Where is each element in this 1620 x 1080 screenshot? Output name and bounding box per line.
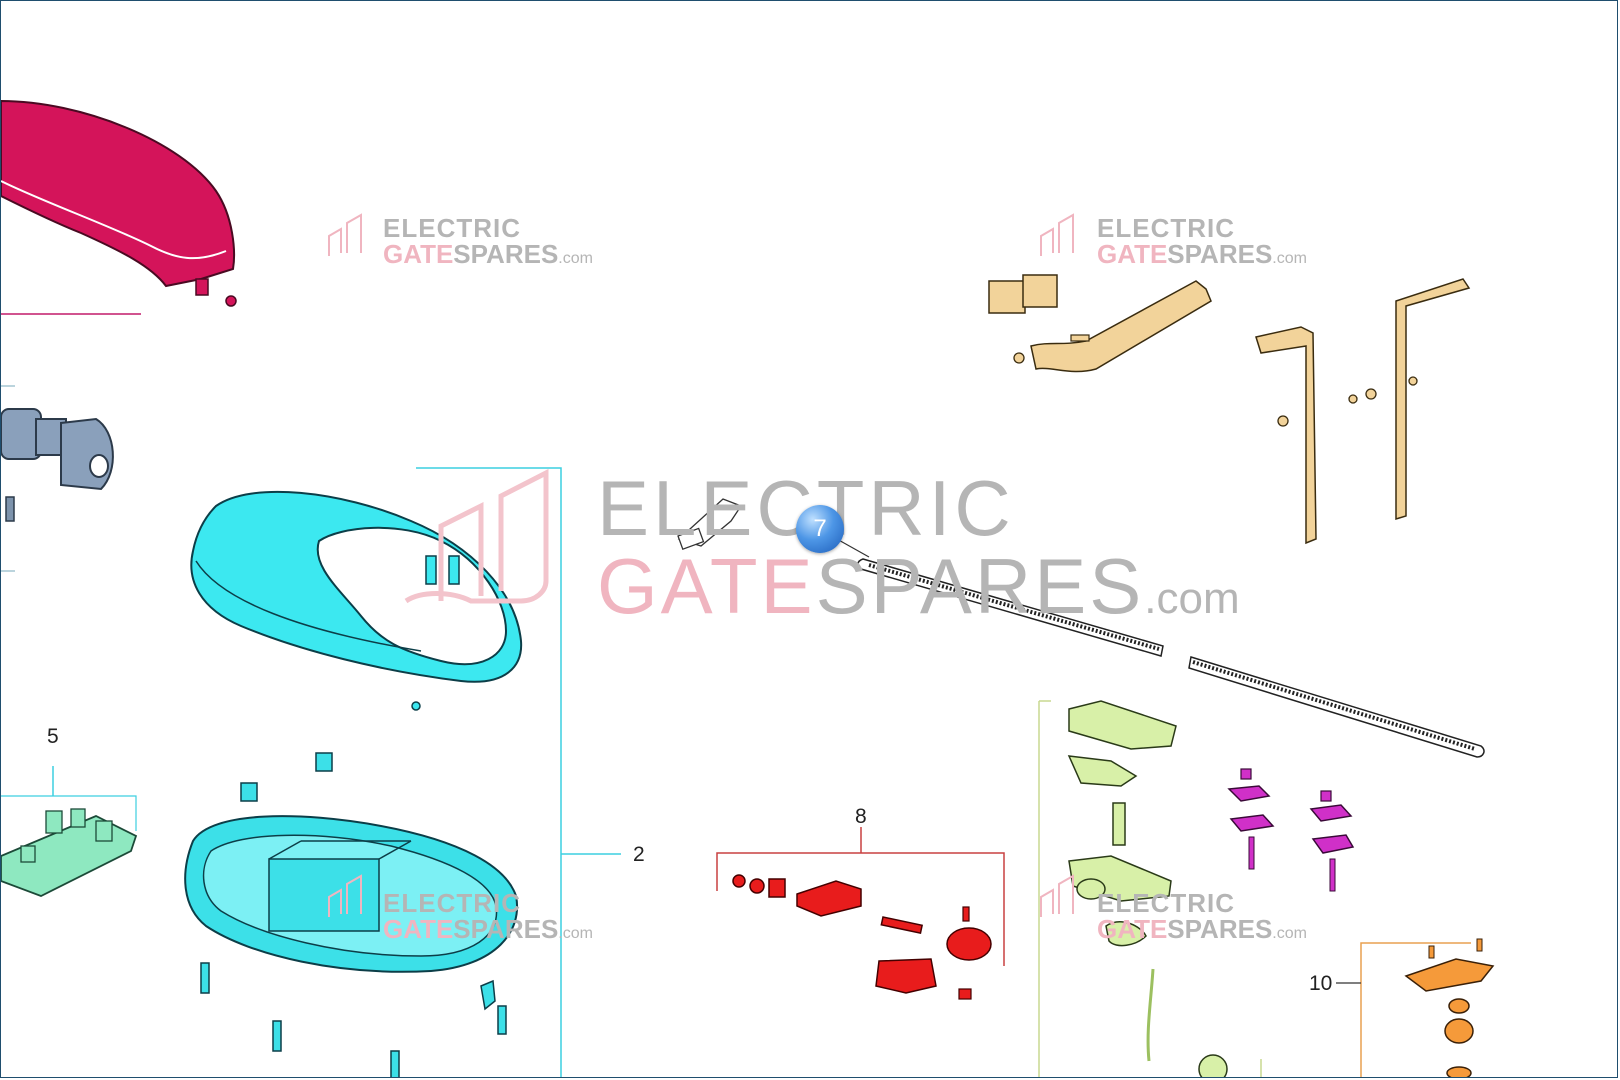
- watermark-line1: ELECTRIC: [383, 888, 521, 918]
- pulley-assembly[interactable]: [1404, 938, 1495, 1078]
- callout-item-8[interactable]: 8: [855, 805, 867, 828]
- watermark-line2: GATESPARES.com: [597, 542, 1240, 630]
- callout-item-2[interactable]: 2: [633, 843, 645, 866]
- watermark-line2: GATESPARES.com: [1097, 914, 1307, 944]
- top-cover-part[interactable]: [1, 99, 237, 307]
- watermark-logo-large: ELECTRIC GATESPARES.com: [597, 469, 1240, 625]
- belt-clips[interactable]: [1227, 768, 1355, 892]
- watermark-line2: GATESPARES.com: [1097, 239, 1307, 269]
- callout-item-7-badge[interactable]: 7: [796, 505, 844, 553]
- callout-item-5[interactable]: 5: [47, 725, 59, 748]
- watermark-line1: ELECTRIC: [383, 213, 521, 243]
- watermark-line2: GATESPARES.com: [383, 914, 593, 944]
- watermark-line2: GATESPARES.com: [383, 239, 593, 269]
- mounting-brackets[interactable]: [988, 274, 1471, 545]
- control-board-part[interactable]: [1, 808, 138, 897]
- watermark-logo: ELECTRIC GATESPARES.com: [1097, 890, 1307, 942]
- middle-cover-part[interactable]: [190, 490, 523, 711]
- watermark-logo: ELECTRIC GATESPARES.com: [383, 890, 593, 942]
- watermark-logo: ELECTRIC GATESPARES.com: [383, 215, 593, 267]
- carriage-assembly[interactable]: [1067, 700, 1228, 1078]
- watermark-logo: ELECTRIC GATESPARES.com: [1097, 215, 1307, 267]
- drive-parts[interactable]: [732, 874, 992, 1000]
- callout-item-10[interactable]: 10: [1309, 972, 1333, 995]
- motor-part[interactable]: [1, 408, 114, 522]
- watermark-line1: ELECTRIC: [1097, 888, 1235, 918]
- watermark-line1: ELECTRIC: [1097, 213, 1235, 243]
- watermark-line1: ELECTRIC: [597, 469, 1240, 547]
- rail-belt-part[interactable]: [677, 498, 1485, 758]
